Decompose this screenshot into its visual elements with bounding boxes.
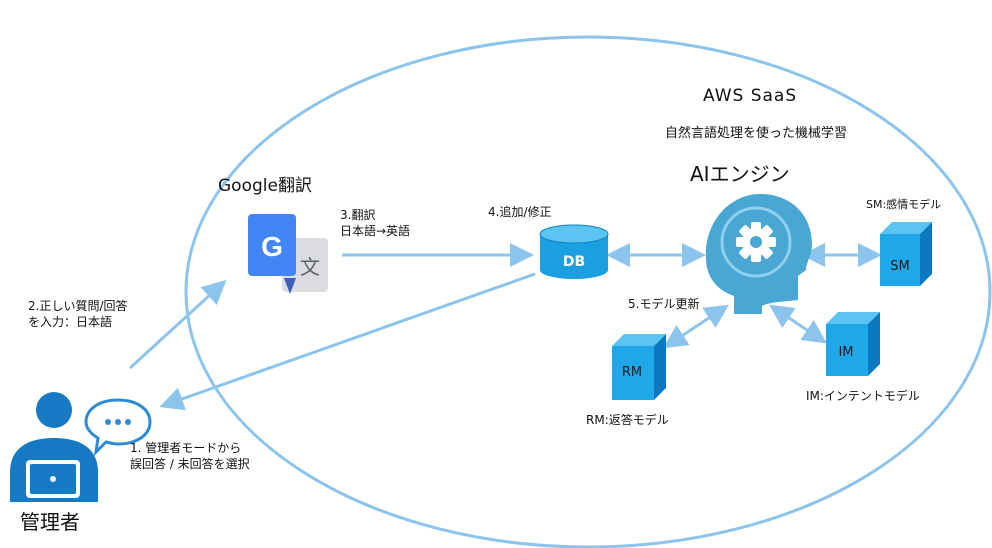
step3-line2: 日本語→英語	[340, 224, 411, 238]
arrows	[128, 243, 882, 411]
sm-model-label: SM:感情モデル	[866, 198, 942, 211]
arrow-admin-to-translate	[128, 279, 227, 370]
rm-model-label: RM:返答モデル	[586, 413, 669, 427]
rm-box-label: RM	[622, 365, 642, 380]
gear-icon	[736, 222, 776, 262]
aws-saas-title: AWS SaaS	[703, 86, 798, 106]
step2-label: 2.正しい質問/回答 を入力：日本語	[28, 298, 128, 330]
im-box-label: IM	[838, 345, 853, 360]
step1-line1: 1. 管理者モードから	[130, 441, 242, 455]
step3-line1: 3.翻訳	[340, 208, 376, 222]
arrow-engine-im	[769, 304, 827, 344]
step5-label: 5.モデル更新	[628, 297, 700, 311]
admin-laptop-user-icon	[10, 392, 98, 502]
google-translate-title: Google翻訳	[218, 176, 312, 196]
kanji-letter: 文	[300, 255, 320, 279]
chat-bubble-icon	[84, 398, 152, 457]
aws-saas-subtitle: 自然言語処理を使った機械学習	[665, 126, 848, 141]
admin-label: 管理者	[20, 510, 80, 534]
db-cylinder: DB	[539, 224, 609, 279]
g-letter: G	[261, 231, 283, 262]
db-label: DB	[563, 254, 585, 270]
sm-model-cube: SM	[880, 222, 932, 286]
step1-label: 1. 管理者モードから 誤回答 / 未回答を選択	[130, 440, 250, 472]
ai-engine-title: AIエンジン	[690, 162, 790, 186]
sm-box-label: SM	[890, 259, 909, 274]
ai-engine-icon	[705, 194, 812, 314]
step2-line2: を入力：日本語	[28, 315, 113, 329]
google-translate-icon: G 文	[248, 214, 328, 294]
arrow-engine-rm	[662, 304, 730, 349]
step2-line1: 2.正しい質問/回答	[28, 299, 128, 313]
aws-saas-boundary	[184, 35, 992, 548]
step1-line2: 誤回答 / 未回答を選択	[130, 457, 250, 471]
rm-model-cube: RM	[612, 334, 666, 400]
im-model-cube: IM	[826, 312, 880, 376]
im-model-label: IM:インテントモデル	[806, 389, 920, 403]
step4-label: 4.追加/修正	[488, 205, 552, 219]
arrow-db-to-admin	[159, 272, 536, 411]
step3-label: 3.翻訳 日本語→英語	[340, 207, 410, 239]
